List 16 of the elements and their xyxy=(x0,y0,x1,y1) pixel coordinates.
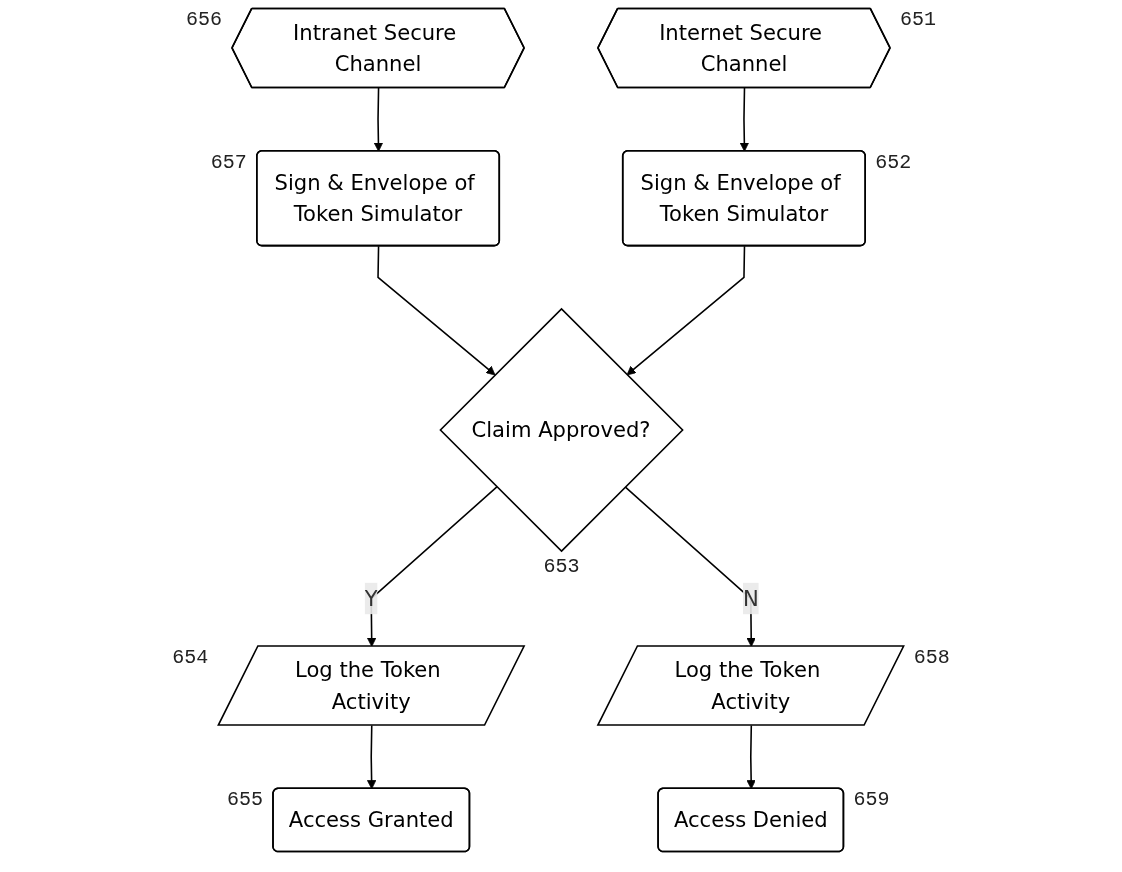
reference-number: 658 xyxy=(913,645,950,669)
arrow xyxy=(373,87,384,152)
edge-label: Y xyxy=(364,585,378,612)
node-diamond: Claim Approved? xyxy=(439,307,684,553)
arrow xyxy=(739,87,749,152)
arrow xyxy=(377,245,496,376)
reference-number: 657 xyxy=(210,150,247,174)
reference-number: 659 xyxy=(853,788,890,812)
reference-number: 652 xyxy=(875,150,912,174)
reference-number: 654 xyxy=(172,645,209,669)
reference-number: 656 xyxy=(185,8,222,32)
reference-number: 655 xyxy=(227,788,263,812)
reference-number: 653 xyxy=(543,555,580,579)
arrow xyxy=(626,245,746,376)
reference-number: 651 xyxy=(900,8,937,32)
edge-label: N xyxy=(742,585,759,612)
